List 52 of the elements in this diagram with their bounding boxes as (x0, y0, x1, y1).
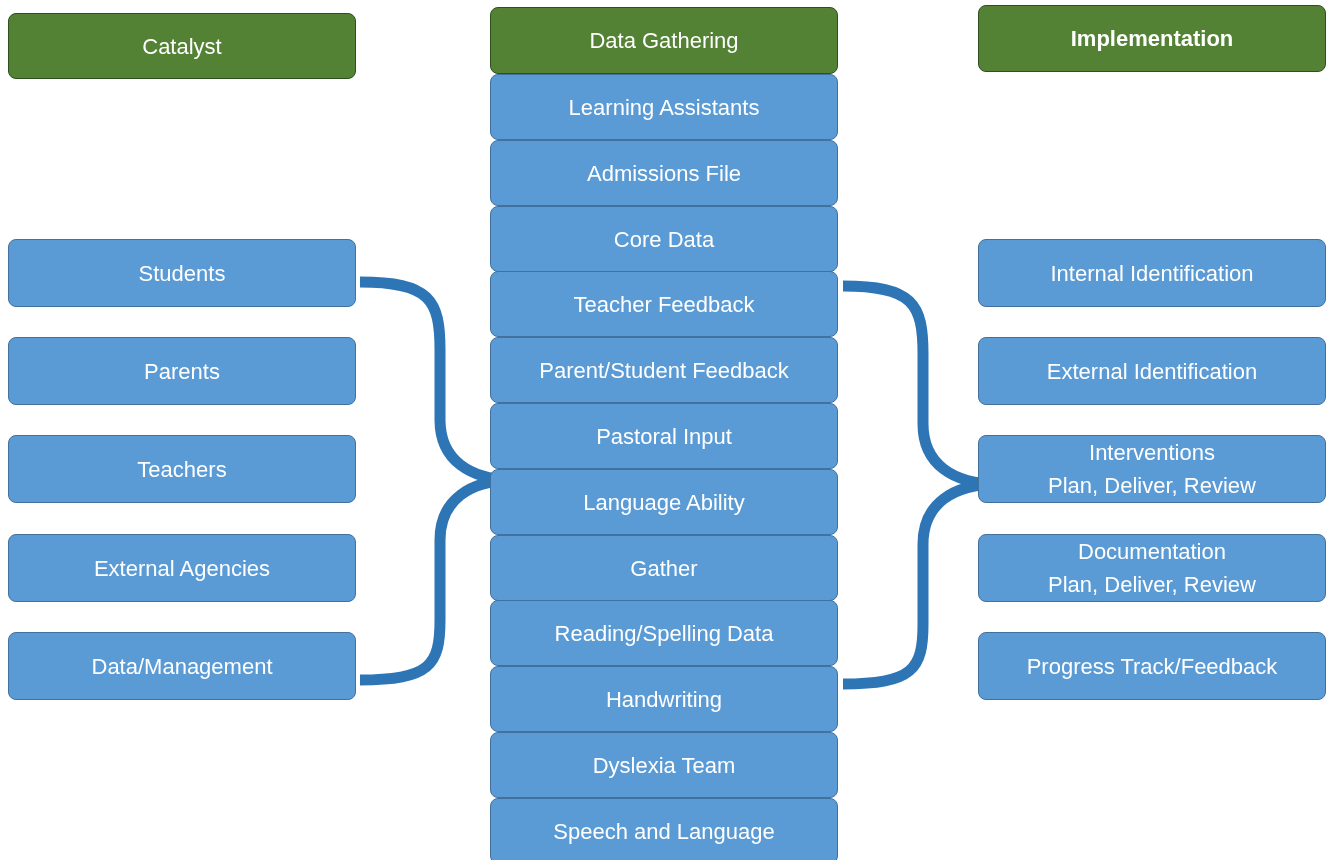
box-title: Learning Assistants (568, 93, 760, 122)
process-box (978, 632, 1326, 700)
box-title: Interventions (1089, 439, 1215, 467)
box-title: Students (138, 259, 226, 288)
box-title: Gather (630, 554, 698, 583)
box-subtitle: Plan, Deliver, Review (1048, 571, 1256, 599)
box-title: Parents (144, 357, 220, 386)
column-header-box (978, 5, 1326, 72)
process-box (978, 337, 1326, 405)
process-box (490, 600, 838, 666)
process-box (490, 732, 838, 798)
box-title: Internal Identification (1050, 259, 1254, 288)
process-box (8, 632, 356, 700)
box-title: Progress Track/Feedback (1026, 652, 1278, 681)
process-box (490, 403, 838, 469)
process-box (490, 140, 838, 206)
process-box (8, 534, 356, 602)
box-title: Reading/Spelling Data (554, 619, 774, 648)
process-box (490, 74, 838, 140)
box-title: Data Gathering (589, 27, 739, 55)
box-title: Core Data (613, 225, 715, 254)
box-title: Catalyst (142, 32, 222, 61)
process-box (8, 435, 356, 503)
box-title: Admissions File (586, 159, 741, 188)
process-box (978, 534, 1326, 602)
box-title: Teacher Feedback (573, 290, 755, 319)
process-box (490, 798, 838, 860)
process-box (8, 337, 356, 405)
process-box (978, 239, 1326, 307)
column-header-box (490, 7, 838, 74)
box-title: Documentation (1078, 538, 1226, 566)
process-box (490, 469, 838, 535)
process-box (8, 239, 356, 307)
box-title: Implementation (1070, 25, 1234, 53)
process-box (490, 666, 838, 732)
box-title: Handwriting (605, 685, 723, 714)
box-title: Dyslexia Team (592, 751, 736, 780)
box-title: Language Ability (583, 488, 745, 517)
box-title: External Agencies (93, 554, 271, 583)
box-subtitle: Plan, Deliver, Review (1048, 472, 1256, 500)
process-box (490, 535, 838, 601)
process-box (490, 337, 838, 403)
box-title: External Identification (1046, 357, 1258, 386)
process-box (490, 271, 838, 337)
box-title: Parent/Student Feedback (539, 356, 789, 385)
box-title: Speech and Language (553, 817, 775, 846)
column-header-box (8, 13, 356, 79)
process-box (978, 435, 1326, 503)
box-title: Data/Management (91, 652, 273, 681)
process-box (490, 206, 838, 272)
box-title: Pastoral Input (596, 422, 732, 451)
box-title: Teachers (137, 455, 227, 484)
